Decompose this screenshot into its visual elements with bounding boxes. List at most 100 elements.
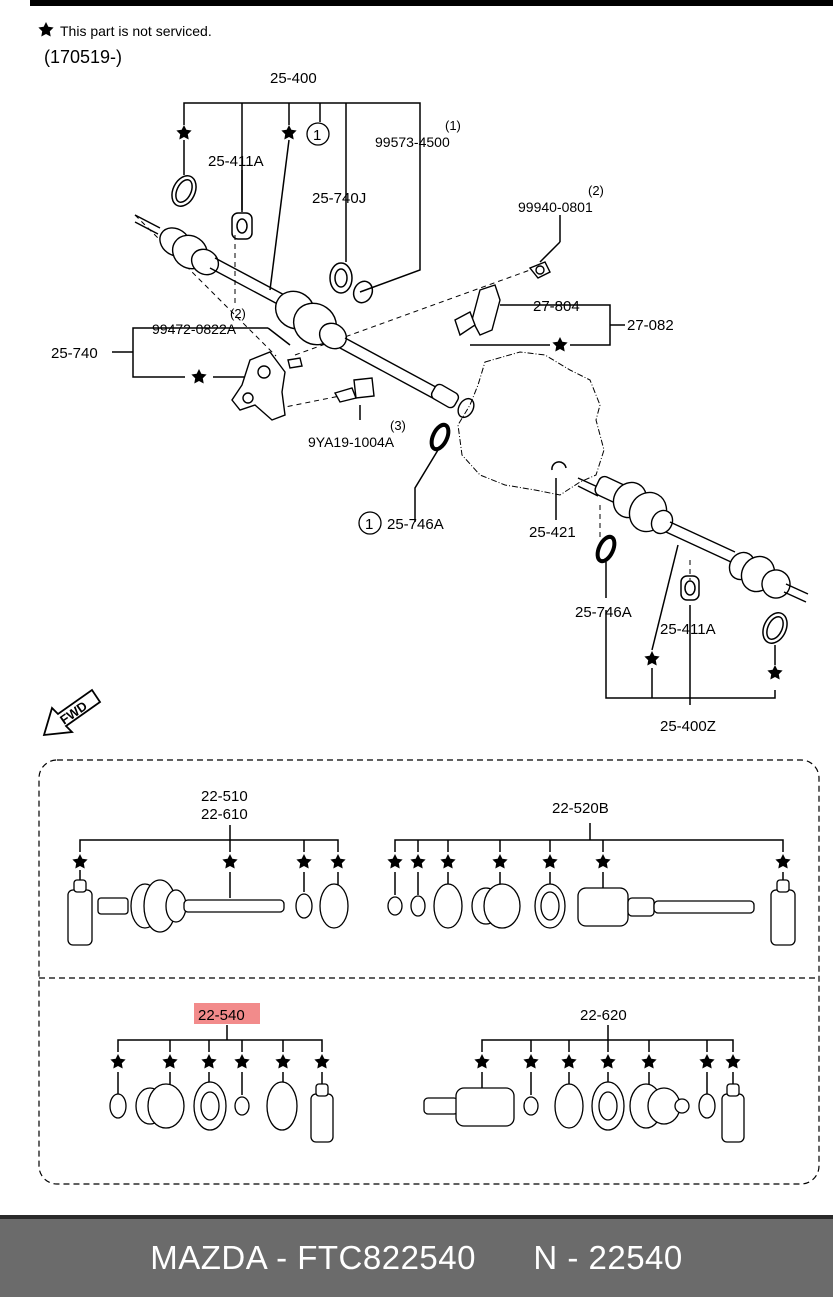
joint-icon: [97, 897, 129, 915]
star-icon: [552, 337, 568, 352]
boot-band-icon: [554, 1083, 584, 1129]
star-icon: [644, 651, 660, 666]
parts-diagram: This part is not serviced. (170519-): [38, 22, 820, 1185]
star-icon: [641, 1054, 657, 1069]
date-code: (170519-): [44, 47, 122, 67]
callout-25-740J: 25-740J: [312, 190, 366, 207]
kit-22-520B: 22-520B: [387, 800, 796, 946]
kits-frame: [38, 759, 820, 1185]
highlight-box: [194, 1003, 260, 1024]
star-icon: [110, 1054, 126, 1069]
clip-icon: [523, 1096, 539, 1116]
shaft-icon: [653, 900, 755, 914]
grease-tube-icon: [721, 1093, 745, 1143]
callout-25-400: 25-400: [270, 70, 317, 87]
circled-number-1: [358, 511, 382, 535]
star-icon: [296, 854, 312, 869]
callout-27-804: 27-804: [533, 298, 580, 315]
star-icon: [191, 369, 207, 384]
callout-25-746A: 25-746A: [575, 604, 632, 621]
boot-band-icon: [433, 883, 463, 929]
callout-25-740: 25-740: [51, 345, 98, 362]
circled-number-text: 1: [365, 516, 373, 533]
callout-qty: (1): [445, 118, 461, 133]
star-icon: [767, 665, 783, 680]
kit-22-620: 22-620: [423, 1007, 745, 1143]
clip-icon: [109, 1093, 127, 1119]
stub-shaft-icon: [423, 1097, 459, 1115]
top-border: [30, 0, 833, 6]
fwd-arrow-icon: FWD: [42, 688, 102, 737]
callout-25-400Z: 25-400Z: [660, 718, 716, 735]
star-icon: [492, 854, 508, 869]
star-note: This part is not serviced.: [60, 23, 212, 39]
star-icon: [330, 854, 346, 869]
star-icon: [387, 854, 403, 869]
transmission-outline: [457, 351, 605, 496]
callout-25-746A: 25-746A: [387, 516, 444, 533]
clip-icon: [234, 1096, 250, 1116]
footer-caption: MAZDA - FTC822540 N - 22540: [0, 1239, 833, 1277]
circled-number-1: [306, 122, 330, 146]
callout-27-082: 27-082: [627, 317, 674, 334]
circled-number-text: 1: [313, 127, 321, 144]
boot-band-icon: [266, 1081, 298, 1131]
kit-label-22-610: 22-610: [201, 806, 248, 823]
grease-tube-icon: [67, 889, 93, 946]
star-icon: [775, 854, 791, 869]
footer-bar: MAZDA - FTC822540 N - 22540: [0, 1215, 833, 1297]
star-icon: [314, 1054, 330, 1069]
star-icon: [725, 1054, 741, 1069]
grease-tube-icon: [770, 889, 796, 946]
footer-ref: N - 22540: [533, 1239, 683, 1276]
star-icon: [410, 854, 426, 869]
callout-qty: (2): [230, 306, 246, 321]
kit-label-22-540: 22-540: [198, 1007, 245, 1024]
clip-icon: [698, 1093, 716, 1119]
leader-lines: [112, 102, 776, 705]
star-icon: [281, 125, 297, 140]
callout-99940-0801: 99940-0801: [518, 199, 593, 215]
star-icon: [440, 854, 456, 869]
clip-icon: [387, 896, 403, 916]
star-icon: [523, 1054, 539, 1069]
star-icon: [595, 854, 611, 869]
star-icon: [561, 1054, 577, 1069]
footer-divider: [0, 1215, 833, 1219]
callout-99573-4500: 99573-4500: [375, 134, 450, 150]
star-icon: [699, 1054, 715, 1069]
kit-label-22-520B: 22-520B: [552, 800, 609, 817]
callout-9YA19-1004A: 9YA19-1004A: [308, 434, 395, 450]
kit-label-22-510: 22-510: [201, 788, 248, 805]
star-icon: [275, 1054, 291, 1069]
shaft-icon: [183, 899, 285, 913]
bearing-bracket: [231, 351, 375, 421]
heat-shield-bracket: [454, 261, 551, 337]
footer-brand-part: MAZDA - FTC822540: [150, 1239, 476, 1276]
kit-label-22-620: 22-620: [580, 1007, 627, 1024]
kit-22-540: 22-540: [109, 1003, 334, 1143]
star-icon: [222, 854, 238, 869]
callout-99472-0822A: 99472-0822A: [152, 321, 237, 337]
star-icon: [38, 22, 54, 37]
tulip-housing-icon: [455, 1087, 515, 1127]
callout-25-411A: 25-411A: [208, 153, 264, 170]
kit-22-510: 22-510 22-610: [67, 788, 349, 946]
right-drive-shaft: [577, 475, 809, 603]
star-icon: [162, 1054, 178, 1069]
star-icon: [600, 1054, 616, 1069]
star-icon: [234, 1054, 250, 1069]
callout-qty: (2): [588, 183, 604, 198]
star-icon: [474, 1054, 490, 1069]
callout-qty: (3): [390, 418, 406, 433]
star-icon: [201, 1054, 217, 1069]
left-drive-shaft: [134, 214, 475, 419]
callout-25-421: 25-421: [529, 524, 576, 541]
dashed-guides: [134, 214, 691, 580]
callout-25-411A: 25-411A: [660, 621, 716, 638]
star-icon: [542, 854, 558, 869]
tulip-housing-icon: [577, 887, 629, 927]
grease-tube-icon: [310, 1093, 334, 1143]
star-icon: [176, 125, 192, 140]
star-icon: [72, 854, 88, 869]
